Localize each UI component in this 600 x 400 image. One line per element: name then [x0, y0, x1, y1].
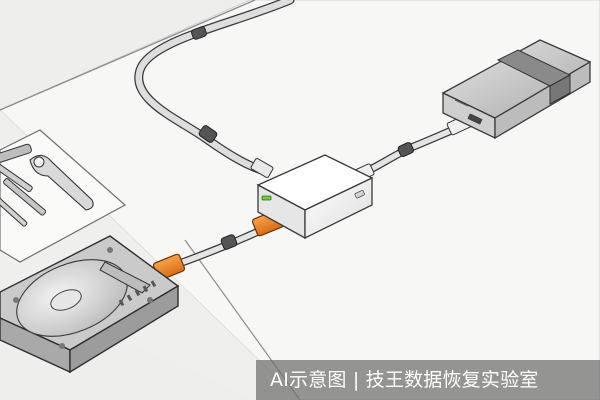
- hard-drive-icon: [0, 235, 180, 374]
- status-led: [261, 195, 272, 201]
- tool-tray: [0, 129, 127, 263]
- top-cable: [134, 0, 295, 178]
- screwdriver-icon: [0, 143, 47, 227]
- usb-adapter-icon: [256, 154, 374, 240]
- spudger-icon: [29, 154, 94, 211]
- external-ssd-icon: [441, 39, 592, 140]
- caption-banner: AI示意图 | 技王数据恢复实验室: [256, 360, 600, 400]
